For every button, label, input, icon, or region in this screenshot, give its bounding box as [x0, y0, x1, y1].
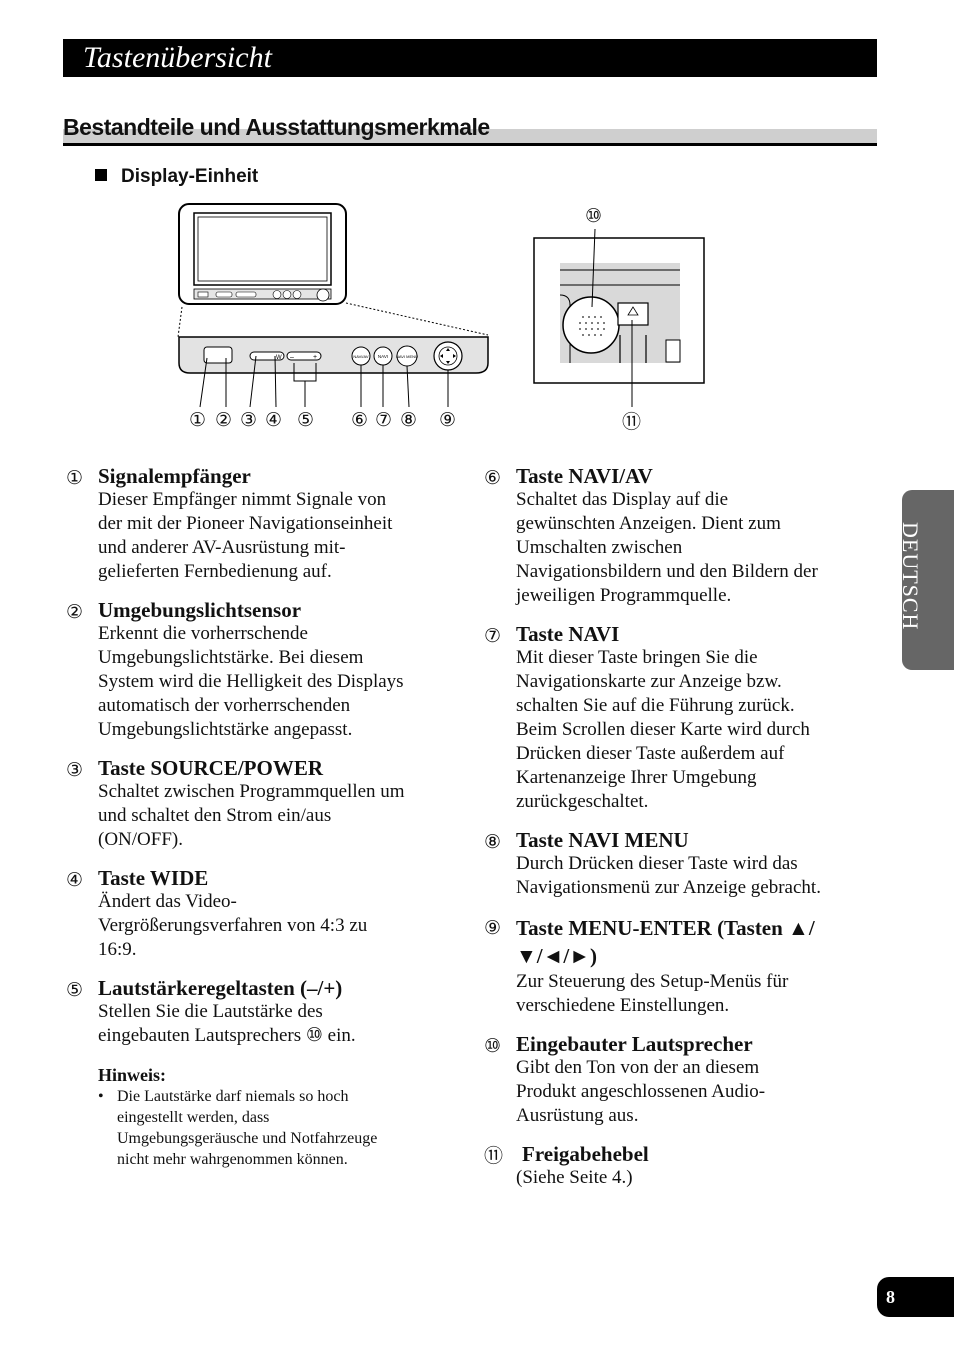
callout-10: ⑩: [585, 205, 603, 227]
item-heading: Eingebauter Lautsprecher: [516, 1032, 753, 1056]
list-item: ④ Taste WIDE Ändert das Video-Vergrößeru…: [66, 866, 406, 962]
list-item: ⑥ Taste NAVI/AV Schaltet das Display auf…: [484, 464, 824, 608]
list-item: ⑩ Eingebauter Lautsprecher Gibt den Ton …: [484, 1032, 824, 1128]
item-description: Schaltet das Display auf die gewünschten…: [516, 489, 818, 606]
page-number-tab: 8: [877, 1277, 954, 1317]
item-description: Ändert das Video-Vergrößerungsverfahren …: [98, 891, 368, 960]
list-item: ⑦ Taste NAVI Mit dieser Taste bringen Si…: [484, 622, 824, 814]
section-header: Bestandteile und Ausstattungsmerkmale: [63, 112, 877, 148]
item-description: (Siehe Seite 4.): [516, 1167, 633, 1188]
callout-9: ⑨: [439, 409, 457, 431]
list-item: ⑤ Lautstärkeregeltasten (–/+) Stellen Si…: [66, 976, 406, 1048]
item-heading: Lautstärkeregeltasten (–/+): [98, 976, 343, 1000]
item-heading: Umgebungslichtsensor: [98, 598, 302, 622]
item-description: Erkennt die vorherrschende Umgebungslich…: [98, 623, 404, 740]
display-unit-diagram: W – + NAVI/AV NAVI NAVI MENU: [177, 203, 705, 408]
callout-5: ⑤: [297, 409, 315, 431]
volume-down-text: –: [290, 354, 294, 361]
item-description: Durch Drücken dieser Taste wird das Navi…: [516, 853, 821, 898]
item-number: ⑦: [484, 625, 502, 647]
language-tab: DEUTSCH: [898, 490, 954, 670]
list-item: ③ Taste SOURCE/POWER Schaltet zwischen P…: [66, 756, 406, 852]
item-description: Schaltet zwischen Programmquellen um und…: [98, 781, 405, 850]
callout-4: ④: [265, 409, 283, 431]
list-item: ① Signalempfänger Dieser Empfänger nimmt…: [66, 464, 406, 584]
item-number: ⑩: [484, 1035, 502, 1057]
note-text: Die Lautstärke darf niemals so hoch eing…: [117, 1088, 378, 1168]
item-number: ⑤: [66, 979, 84, 1001]
callout-1: ①: [189, 409, 207, 431]
note-bullet: • Die Lautstärke darf niemals so hoch ei…: [98, 1086, 406, 1170]
callout-11: ⑪: [622, 411, 642, 433]
page-number: 8: [886, 1287, 895, 1307]
note-block: Hinweis: • Die Lautstärke darf niemals s…: [66, 1064, 406, 1170]
page-title: Tastenübersicht: [83, 41, 272, 74]
item-number: ①: [66, 467, 84, 489]
item-number: ⑧: [484, 831, 502, 853]
callout-7: ⑦: [375, 409, 393, 431]
item-heading: Taste NAVI/AV: [516, 464, 653, 488]
callout-8: ⑧: [400, 409, 418, 431]
navi-menu-button-text: NAVI MENU: [396, 354, 418, 359]
list-item: ⑧ Taste NAVI MENU Durch Drücken dieser T…: [484, 828, 824, 900]
item-number: ④: [66, 869, 84, 891]
item-number: ⑨: [484, 917, 502, 939]
section-header-shade: [63, 129, 877, 143]
speaker-closeup: [533, 237, 705, 384]
item-heading: Taste WIDE: [98, 866, 209, 890]
item-heading: Signalempfänger: [98, 464, 251, 488]
item-number: ⑥: [484, 467, 502, 489]
language-tab-label: DEUTSCH: [898, 522, 923, 631]
item-number: ⑪: [484, 1145, 504, 1167]
section-title: Bestandteile und Ausstattungsmerkmale: [63, 114, 490, 140]
item-heading: Taste MENU-ENTER (Tasten ▲/▼/◄/►): [516, 916, 815, 968]
left-column: ① Signalempfänger Dieser Empfänger nimmt…: [66, 464, 406, 1170]
item-heading: Taste NAVI MENU: [516, 828, 689, 852]
subsection-title: Display-Einheit: [121, 166, 259, 187]
navi-av-button-text: NAVI/AV: [353, 354, 369, 359]
page-title-bar: Tastenübersicht: [63, 39, 877, 77]
callout-2: ②: [215, 409, 233, 431]
subsection-heading: Display-Einheit: [95, 165, 258, 189]
item-description: Dieser Empfänger nimmt Signale von der m…: [98, 489, 393, 582]
item-description: Gibt den Ton von der an diesem Produkt a…: [516, 1057, 766, 1126]
note-heading: Hinweis:: [98, 1065, 167, 1085]
item-description: Stellen Sie die Lautstärke des eingebaut…: [98, 1001, 356, 1046]
item-number: ③: [66, 759, 84, 781]
list-item: ⑨ Taste MENU-ENTER (Tasten ▲/▼/◄/►) Zur …: [484, 914, 824, 1018]
bullet-icon: •: [98, 1088, 104, 1105]
item-description: Mit dieser Taste bringen Sie die Navigat…: [516, 647, 810, 812]
list-item: ⑪ Freigabehebel (Siehe Seite 4.): [484, 1142, 824, 1190]
section-header-rule: [63, 143, 877, 146]
control-strip-closeup: W – + NAVI/AV NAVI NAVI MENU: [178, 336, 489, 374]
square-bullet-icon: [95, 169, 107, 181]
item-number: ②: [66, 601, 84, 623]
navi-button-text: NAVI: [378, 354, 388, 359]
right-column: ⑥ Taste NAVI/AV Schaltet das Display auf…: [484, 464, 824, 1204]
list-item: ② Umgebungslichtsensor Erkennt die vorhe…: [66, 598, 406, 742]
item-heading: Freigabehebel: [522, 1142, 649, 1166]
callout-6: ⑥: [351, 409, 369, 431]
leader-lines: [199, 355, 449, 408]
item-heading: Taste SOURCE/POWER: [98, 756, 324, 780]
volume-up-text: +: [313, 354, 317, 361]
display-unit-front: [178, 203, 347, 305]
callout-3: ③: [240, 409, 258, 431]
item-description: Zur Steuerung des Setup-Menüs für versch…: [516, 971, 789, 1016]
wide-button-text: W: [276, 355, 282, 361]
item-heading: Taste NAVI: [516, 622, 620, 646]
